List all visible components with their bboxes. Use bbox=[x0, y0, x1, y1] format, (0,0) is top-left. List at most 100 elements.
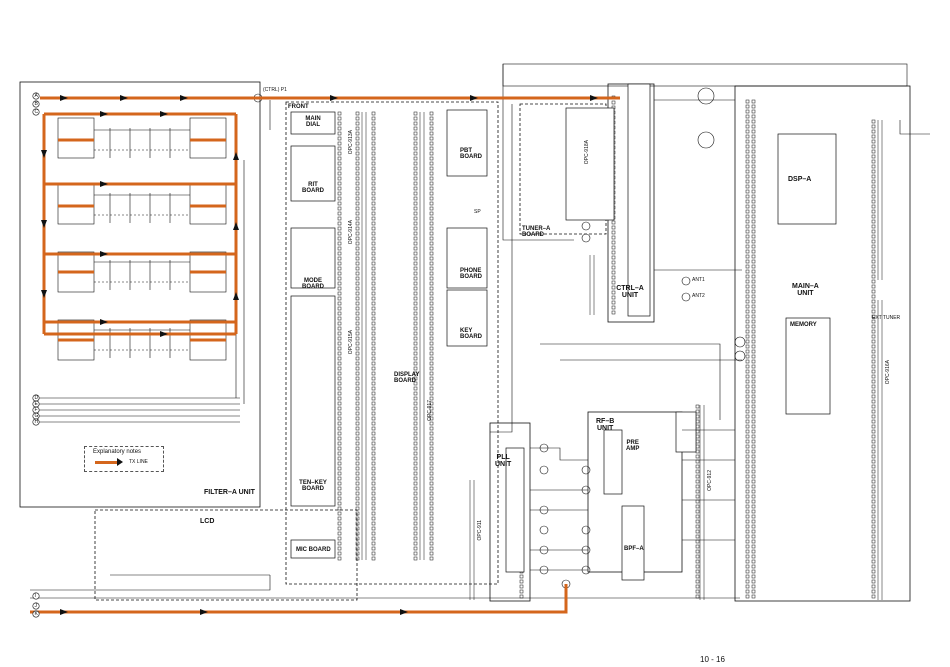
connector-pin bbox=[751, 509, 756, 514]
connector-pin bbox=[355, 111, 360, 116]
connector-pin bbox=[751, 519, 756, 524]
connector-pin bbox=[751, 279, 756, 284]
connector-pin bbox=[871, 184, 876, 189]
connector-pin bbox=[371, 191, 376, 196]
connector-pin bbox=[429, 446, 434, 451]
connector-pin bbox=[871, 589, 876, 594]
connector-pin bbox=[413, 261, 418, 266]
connector-pin bbox=[355, 411, 360, 416]
connector-pin bbox=[519, 574, 524, 579]
connector-pin bbox=[413, 496, 418, 501]
connector-pin bbox=[751, 314, 756, 319]
connector-pin bbox=[519, 594, 524, 599]
connector-pin bbox=[745, 344, 750, 349]
connector-pin bbox=[871, 339, 876, 344]
connector-pin bbox=[429, 321, 434, 326]
connector-pin bbox=[745, 299, 750, 304]
connector-pin bbox=[337, 136, 342, 141]
connector-pin bbox=[871, 324, 876, 329]
connector-pin bbox=[355, 276, 360, 281]
connector-pin bbox=[355, 366, 360, 371]
connector-pin bbox=[429, 426, 434, 431]
ext-tuner-label: EXT TUNER bbox=[872, 315, 901, 321]
connector-pin bbox=[355, 346, 360, 351]
connector-pin bbox=[337, 256, 342, 261]
connector-pin bbox=[371, 236, 376, 241]
connector-pin bbox=[745, 289, 750, 294]
connector-pin bbox=[355, 356, 360, 361]
connector-pin bbox=[337, 246, 342, 251]
connector-pin bbox=[429, 491, 434, 496]
connector-pin bbox=[745, 504, 750, 509]
connector-pin bbox=[871, 119, 876, 124]
connector-pin bbox=[871, 139, 876, 144]
connector-pin bbox=[413, 411, 418, 416]
connector-pin bbox=[745, 569, 750, 574]
connector-pin bbox=[355, 551, 360, 556]
connector-pin bbox=[751, 469, 756, 474]
connector-pin bbox=[371, 401, 376, 406]
connector-pin bbox=[371, 406, 376, 411]
connector-pin bbox=[337, 476, 342, 481]
connector-pin bbox=[745, 274, 750, 279]
connector-pin bbox=[337, 396, 342, 401]
connector-pin bbox=[371, 346, 376, 351]
connector-pin bbox=[413, 446, 418, 451]
connector-pin bbox=[337, 366, 342, 371]
connector-pin bbox=[695, 459, 700, 464]
connector-pin bbox=[429, 471, 434, 476]
connector-pin bbox=[745, 159, 750, 164]
connector-pin bbox=[745, 574, 750, 579]
connector-pin bbox=[429, 516, 434, 521]
connector-pin bbox=[695, 574, 700, 579]
connector-pin bbox=[871, 559, 876, 564]
connector-pin bbox=[413, 161, 418, 166]
connector-pin bbox=[413, 356, 418, 361]
connector-pin bbox=[413, 291, 418, 296]
connector-pin bbox=[355, 451, 360, 456]
connector-pin bbox=[371, 281, 376, 286]
connector-pin bbox=[751, 499, 756, 504]
connector-pin bbox=[413, 396, 418, 401]
connector-pin bbox=[745, 239, 750, 244]
pll-label: PLL UNIT bbox=[495, 454, 512, 468]
connector-pin bbox=[429, 406, 434, 411]
connector-pin bbox=[355, 371, 360, 376]
connector-pin bbox=[371, 486, 376, 491]
bus-letter: J bbox=[34, 602, 38, 609]
connector-pin bbox=[871, 304, 876, 309]
connector-pin bbox=[337, 301, 342, 306]
connector-pin bbox=[871, 544, 876, 549]
connector-pin bbox=[413, 526, 418, 531]
connector-pin bbox=[751, 569, 756, 574]
connector-pin bbox=[429, 381, 434, 386]
connector-pin bbox=[871, 319, 876, 324]
connector-pin bbox=[371, 246, 376, 251]
bus-letter: C bbox=[34, 108, 39, 115]
connector-pin bbox=[337, 281, 342, 286]
connector-pin bbox=[751, 394, 756, 399]
connector-pin bbox=[413, 171, 418, 176]
connector-pin bbox=[337, 536, 342, 541]
connector-pin bbox=[413, 131, 418, 136]
connector-pin bbox=[337, 486, 342, 491]
connector-pin bbox=[429, 556, 434, 561]
connector-pin bbox=[429, 151, 434, 156]
connector-pin bbox=[355, 186, 360, 191]
connector-pin bbox=[355, 301, 360, 306]
connector-pin bbox=[355, 521, 360, 526]
connector-pin bbox=[611, 230, 616, 235]
connector-pin bbox=[429, 196, 434, 201]
connector-pin bbox=[371, 286, 376, 291]
connector-pin bbox=[871, 419, 876, 424]
connector-pin bbox=[871, 454, 876, 459]
connector-pin bbox=[337, 171, 342, 176]
connector-pin bbox=[745, 119, 750, 124]
connector-pin bbox=[745, 564, 750, 569]
connector-pin bbox=[371, 341, 376, 346]
connector-pin bbox=[695, 514, 700, 519]
connector-pin bbox=[871, 414, 876, 419]
connector-pin bbox=[429, 521, 434, 526]
connector-pin bbox=[429, 331, 434, 336]
connector-pin bbox=[371, 461, 376, 466]
